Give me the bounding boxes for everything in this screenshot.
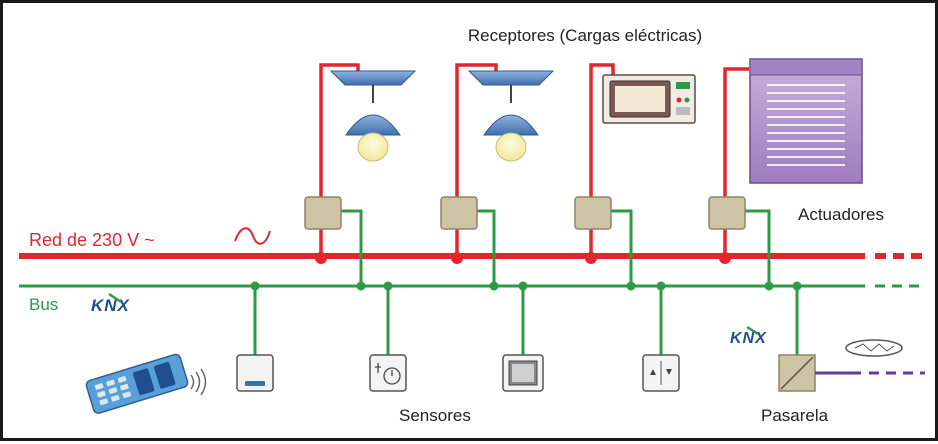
power-junction [315,252,327,264]
actuator-box [574,196,612,230]
power-line-label: Red de 230 V ~ [29,230,155,250]
knx-logo: KNX [91,292,131,315]
actuator-box [440,196,478,230]
bus-label: Bus [29,295,58,314]
roller-shutter-icon [749,58,863,184]
bus-connections [253,209,799,355]
power-feed-lines [319,63,749,256]
push-button-sensor-icon [236,354,274,392]
bus-link-actuator-3 [609,209,633,286]
knx-logo: KNX [730,325,767,347]
power-feed-microwave [589,63,615,256]
bus-junction [792,281,802,291]
power-junction [719,252,731,264]
bus-link-actuator-2 [477,209,496,286]
actuators-label: Actuadores [798,205,884,224]
network-cloud-icon [845,339,903,357]
bus-junction [356,281,366,291]
microwave-oven-icon [602,74,696,124]
power-feed-shutter [723,67,749,256]
bus-junction [250,281,260,291]
bus-junction [626,281,636,291]
bus-junction [383,281,393,291]
diagram-canvas: Receptores (Cargas eléctricas) [19,26,925,425]
power-feed-lamp-2 [455,63,498,256]
bus-junction [656,281,666,291]
bus-junction [518,281,528,291]
switch-sensor-icon [642,354,680,392]
actuator-box [708,196,746,230]
sensors-label: Sensores [399,406,471,425]
gateway-converter-icon [778,354,816,392]
display-panel-sensor-icon [502,354,544,392]
ceiling-lamp-icon [467,70,555,162]
bus-line [19,281,925,291]
actuators [304,196,746,230]
power-junction [451,252,463,264]
power-line [19,252,925,264]
power-junction [585,252,597,264]
bus-link-actuator-4 [745,209,771,286]
diagram-title: Receptores (Cargas eléctricas) [468,26,702,45]
ceiling-lamp-icon [329,70,417,162]
remote-control-icon [85,353,207,414]
ac-sine-icon [234,227,271,245]
bus-junction [489,281,499,291]
knx-logo-text: KNX [91,296,131,315]
bus-junction [764,281,774,291]
thermostat-sensor-icon [369,354,407,392]
power-feed-lamp-1 [319,63,360,256]
knx-logo-text: KNX [730,330,767,347]
actuator-box [304,196,342,230]
gateway-label: Pasarela [761,406,829,425]
bus-link-actuator-1 [341,209,363,286]
